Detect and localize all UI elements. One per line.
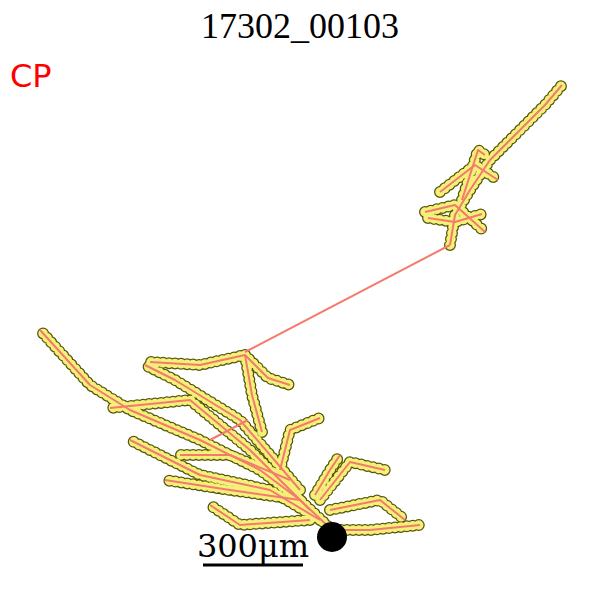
scale-bar xyxy=(203,564,303,567)
figure-title: 17302_00103 xyxy=(201,8,399,44)
region-label: CP xyxy=(10,60,52,92)
soma xyxy=(317,522,347,552)
scale-label: 300μm xyxy=(197,530,309,562)
